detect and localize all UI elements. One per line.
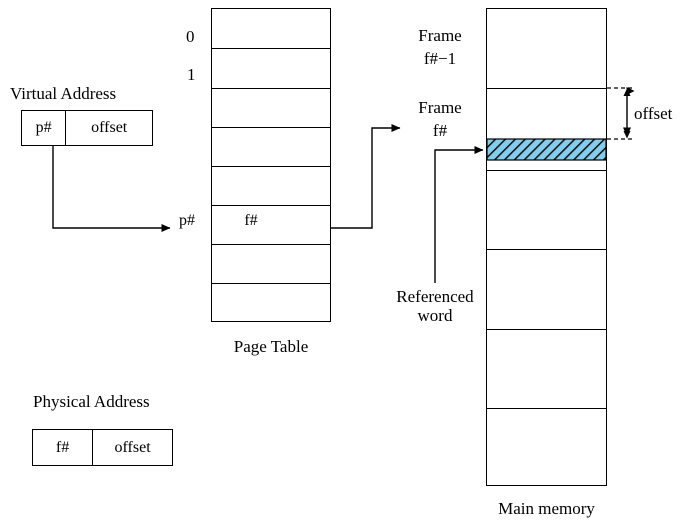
connector-referenced-word	[434, 146, 484, 283]
frame-label-upper: Frame	[418, 26, 462, 45]
virtual-address-offset-field: offset	[65, 111, 152, 145]
page-table-row	[211, 88, 331, 127]
page-table-row	[211, 166, 331, 205]
page-table-row	[211, 283, 331, 322]
offset-bracket	[607, 87, 635, 140]
offset-bracket-arrowheads	[623, 88, 631, 139]
main-memory-caption: Main memory	[498, 499, 595, 518]
virtual-address-box: p# offset	[21, 110, 153, 146]
connector-vaddr-to-pagetable	[52, 146, 171, 232]
referenced-word-label-line2: word	[417, 306, 453, 325]
virtual-address-title: Virtual Address	[10, 84, 117, 103]
frame-label-lower: Frame	[418, 98, 462, 117]
memory-frame	[486, 8, 607, 88]
referenced-word-label-line1: Referenced	[396, 287, 474, 306]
page-table-entry-frame-number: f#	[244, 212, 258, 229]
memory-frame	[486, 170, 607, 249]
physical-address-frame-number-field: f#	[55, 438, 70, 456]
physical-address-box: f# offset	[32, 429, 173, 466]
page-table-row	[211, 48, 331, 88]
connector-pagetable-to-frame	[331, 124, 401, 229]
page-table-caption: Page Table	[233, 337, 309, 356]
page-table-row	[211, 127, 331, 166]
memory-frame	[486, 408, 607, 486]
memory-frame-target	[486, 88, 607, 170]
virtual-address-page-number-field: p#	[35, 119, 52, 136]
page-table-index-label-1: 1	[187, 65, 196, 84]
memory-frame	[486, 249, 607, 329]
frame-label-lower-sub: f#	[432, 121, 448, 140]
page-table-row	[211, 244, 331, 283]
physical-address-offset-field: offset	[92, 430, 172, 465]
page-table-index-label-pnum: p#	[179, 212, 195, 229]
page-table-row	[211, 8, 331, 48]
page-table-row-selected	[211, 205, 331, 244]
frame-label-upper-sub: f#−1	[423, 49, 457, 68]
offset-bracket-label: offset	[634, 104, 673, 123]
memory-frame	[486, 329, 607, 408]
page-table-index-label-0: 0	[186, 27, 195, 46]
physical-address-title: Physical Address	[33, 392, 150, 411]
